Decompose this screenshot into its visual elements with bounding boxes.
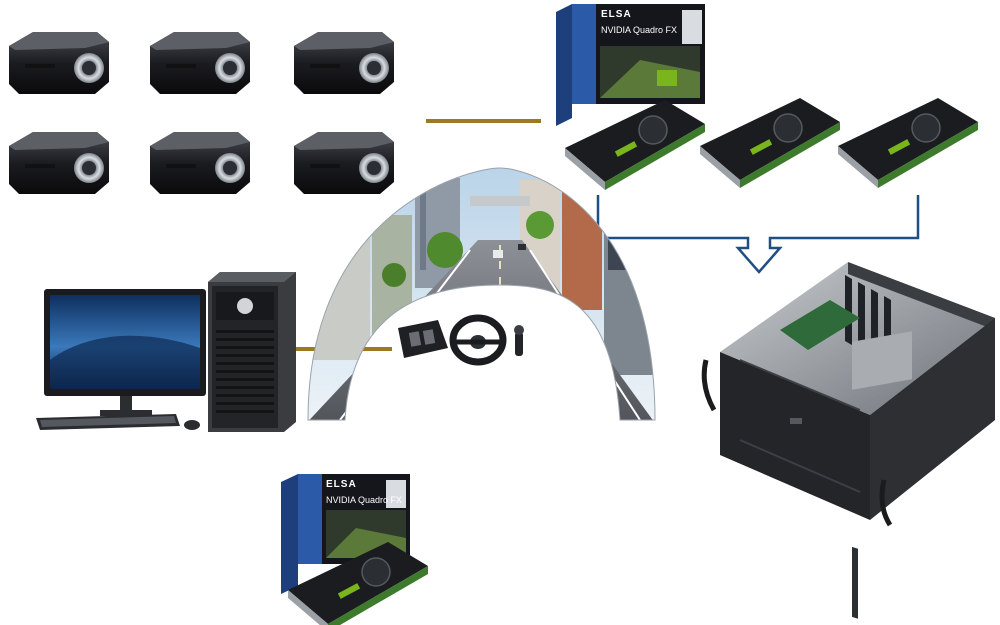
- projector-icon: [150, 32, 250, 94]
- projector-icon: [9, 32, 109, 94]
- mouse-icon: [184, 420, 200, 430]
- projector-grid: [9, 32, 394, 194]
- graphics-card-icon: [838, 98, 978, 188]
- curved-screen-icon: [307, 167, 656, 421]
- projector-icon: [9, 132, 109, 194]
- rackmount-case-icon: [701, 262, 995, 619]
- graphics-card-icon: [288, 542, 428, 625]
- connector-blue-gpus-to-case: [596, 195, 920, 274]
- workstation-pc-icon: [208, 272, 296, 432]
- monitor-icon: [44, 289, 206, 416]
- projector-icon: [150, 132, 250, 194]
- gpu-box-product-label: NVIDIA Quadro FX: [601, 25, 678, 35]
- gpu-retail-box-icon: [281, 474, 410, 594]
- gpu-retail-box-icon: [556, 4, 705, 126]
- gpu-box-brand-label: ELSA: [326, 479, 357, 490]
- projector-icon: [294, 32, 394, 94]
- gpu-box-product-label: NVIDIA Quadro FX: [326, 495, 403, 505]
- steering-wheel-icon: [398, 314, 524, 366]
- graphics-card-icon: [700, 98, 840, 188]
- graphics-card-icon: [565, 100, 705, 190]
- projector-icon: [294, 132, 394, 194]
- keyboard-icon: [36, 414, 180, 430]
- gpu-box-brand-label: ELSA: [601, 9, 632, 20]
